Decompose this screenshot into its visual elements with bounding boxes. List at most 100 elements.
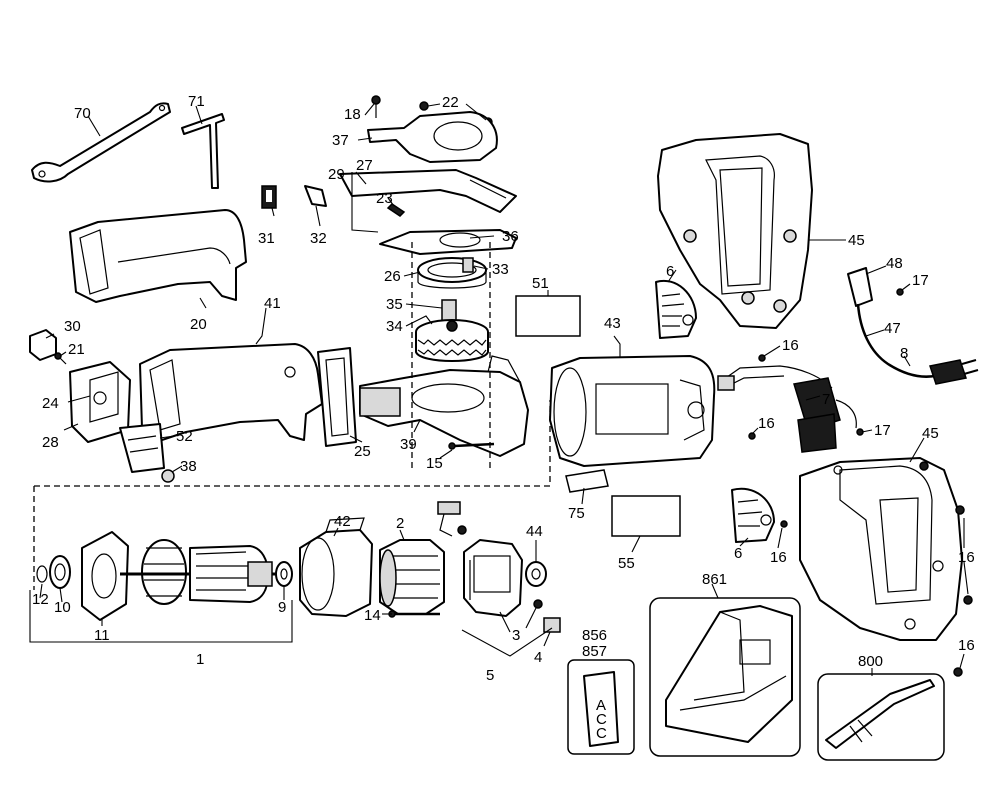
callout-70: 70: [74, 105, 91, 122]
part-screws-16-17: [748, 354, 864, 440]
part-bearing-10: [49, 555, 71, 589]
callout-55: 55: [618, 555, 635, 572]
callout-44: 44: [526, 523, 543, 540]
part-spindle: [441, 299, 457, 323]
part-blade-800: [817, 673, 945, 761]
callout-37: 37: [332, 132, 349, 149]
callout-25: 25: [354, 443, 371, 460]
part-clip: [304, 185, 327, 207]
part-handle-lower: [139, 343, 323, 441]
callout-11: 11: [94, 627, 110, 644]
callout-4: 4: [534, 649, 542, 666]
callout-45-lower: 45: [922, 425, 939, 442]
part-pin-33: [462, 257, 474, 273]
part-carrying-case: [649, 597, 801, 757]
callout-27: 27: [356, 157, 373, 174]
leader-lines: [39, 103, 969, 676]
callout-45-upper: 45: [848, 232, 865, 249]
callout-857: 857: [582, 643, 607, 660]
callout-856: 856: [582, 627, 607, 644]
callout-20: 20: [190, 316, 207, 333]
part-switch-assembly: [717, 365, 857, 453]
label-letter-c1: C: [596, 711, 607, 728]
callout-48: 48: [886, 255, 903, 272]
callout-16-mid: 16: [758, 415, 775, 432]
part-label-75: [565, 469, 609, 493]
label-letter-a: A: [596, 697, 606, 714]
part-housing-half-upper: [657, 133, 813, 329]
part-handle-upper: [69, 209, 247, 303]
part-brush-parts: [533, 599, 561, 633]
callout-34: 34: [386, 318, 403, 335]
callout-51: 51: [532, 275, 549, 292]
part-gear-plate: [379, 229, 517, 255]
part-gasket: [317, 347, 357, 447]
callout-7: 7: [822, 391, 830, 408]
callout-35: 35: [386, 296, 403, 313]
callout-30: 30: [64, 318, 81, 335]
callout-8: 8: [900, 345, 908, 362]
callout-14: 14: [364, 607, 381, 624]
part-fan: [141, 539, 187, 605]
callout-2: 2: [396, 515, 404, 532]
part-cord: [847, 267, 979, 385]
callout-6-lower: 6: [734, 545, 742, 562]
callout-23: 23: [376, 190, 393, 207]
callout-71: 71: [188, 93, 205, 110]
callout-16-bottom: 16: [958, 637, 975, 654]
part-housing-half-lower: [799, 457, 963, 641]
part-blade-clamp: [367, 111, 498, 163]
callout-1: 1: [196, 651, 204, 668]
callout-26: 26: [384, 268, 401, 285]
callout-29: 29: [328, 166, 345, 183]
part-field-housing: [299, 517, 373, 617]
part-field: [379, 539, 445, 615]
callout-15: 15: [426, 455, 443, 472]
callout-24: 24: [42, 395, 59, 412]
part-retaining-ring: [36, 565, 48, 583]
part-screws-housing-lower: [919, 461, 973, 677]
callout-41: 41: [264, 295, 281, 312]
callout-38: 38: [180, 458, 197, 475]
callout-39: 39: [400, 436, 417, 453]
callout-22: 22: [442, 94, 459, 111]
part-screw-17-top: [896, 288, 904, 296]
part-bushing-44: [525, 561, 547, 587]
part-baffle-11: [81, 531, 129, 621]
part-label-55: [611, 495, 681, 537]
part-gear-case: [359, 355, 529, 457]
callout-43: 43: [604, 315, 621, 332]
callout-16-cover: 16: [770, 549, 787, 566]
part-gear: [415, 319, 489, 362]
callout-16-housing: 16: [958, 549, 975, 566]
part-brush-holder: [463, 539, 523, 617]
callout-16-switch: 16: [782, 337, 799, 354]
part-armature: [120, 545, 290, 603]
part-bearing-ring: [417, 257, 487, 289]
callout-861: 861: [702, 571, 727, 588]
callout-17-lower: 17: [874, 422, 891, 439]
callout-75: 75: [568, 505, 585, 522]
part-switch-plate: [119, 423, 165, 473]
part-screw-38: [161, 469, 175, 483]
callout-3: 3: [512, 627, 520, 644]
callout-800: 800: [858, 653, 883, 670]
callout-28: 28: [42, 434, 59, 451]
callout-labels: 70 71 18 22 37 27 29 23 36 26 33 35 34 3…: [32, 93, 975, 684]
label-letter-c2: C: [596, 725, 607, 742]
callout-10: 10: [54, 599, 71, 616]
callout-52: 52: [176, 428, 193, 445]
part-screw-15: [448, 442, 495, 450]
callout-47: 47: [884, 320, 901, 337]
callout-32: 32: [310, 230, 327, 247]
callout-6-upper: 6: [666, 263, 674, 280]
part-brush-cover-lower: [731, 487, 775, 543]
part-label-51: [515, 295, 581, 337]
callout-5: 5: [486, 667, 494, 684]
callout-31: 31: [258, 230, 275, 247]
part-terminal-leads: [437, 501, 467, 537]
callout-12: 12: [32, 591, 49, 608]
callout-42: 42: [334, 513, 351, 530]
part-hex-key: [181, 113, 225, 189]
